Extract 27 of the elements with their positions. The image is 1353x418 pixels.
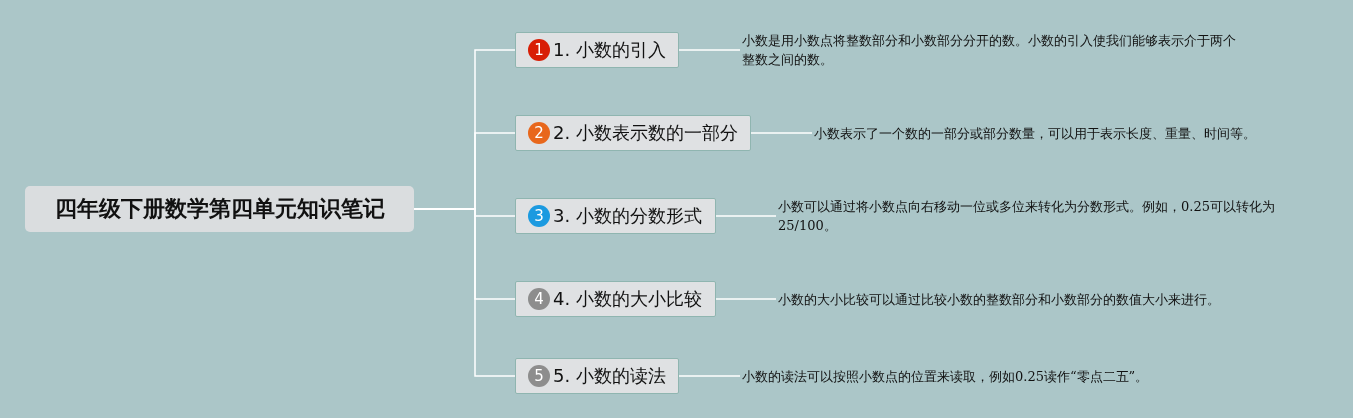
topic-label: 4. 小数的大小比较 [553, 287, 702, 311]
connector-line [750, 132, 813, 134]
topic-box [515, 358, 679, 394]
topic-label: 5. 小数的读法 [553, 364, 666, 388]
title-box: 四年级下册数学第四单元知识笔记 [25, 186, 414, 232]
number-badge: 4 [528, 288, 550, 310]
topic-label: 3. 小数的分数形式 [553, 204, 702, 228]
topic-box [515, 32, 679, 68]
connector-line [413, 208, 516, 377]
number-badge: 5 [528, 365, 550, 387]
number-badge: 2 [528, 122, 550, 144]
description-text: 小数表示了一个数的一部分或部分数量，可以用于表示长度、重量、时间等。 [814, 124, 1294, 143]
topic-label: 2. 小数表示数的一部分 [553, 121, 738, 145]
description-text: 小数是用小数点将整数部分和小数部分分开的数。小数的引入使我们能够表示介于两个整数之间的数。 [742, 31, 1242, 69]
description-text: 小数可以通过将小数点向右移动一位或多位来转化为分数形式。例如，0.25可以转化为25/100。 [778, 197, 1278, 235]
connector-line [678, 375, 741, 377]
connector-line [715, 215, 777, 217]
description-text: 小数的大小比较可以通过比较小数的整数部分和小数部分的数值大小来进行。 [778, 290, 1258, 309]
connector-line [678, 49, 741, 51]
number-badge: 3 [528, 205, 550, 227]
number-badge: 1 [528, 39, 550, 61]
topic-box [515, 281, 716, 317]
connector-line [715, 298, 777, 300]
description-text: 小数的读法可以按照小数点的位置来读取，例如0.25读作“零点二五”。 [742, 367, 1222, 386]
topic-box [515, 115, 751, 151]
topic-label: 1. 小数的引入 [553, 38, 666, 62]
topic-box [515, 198, 716, 234]
